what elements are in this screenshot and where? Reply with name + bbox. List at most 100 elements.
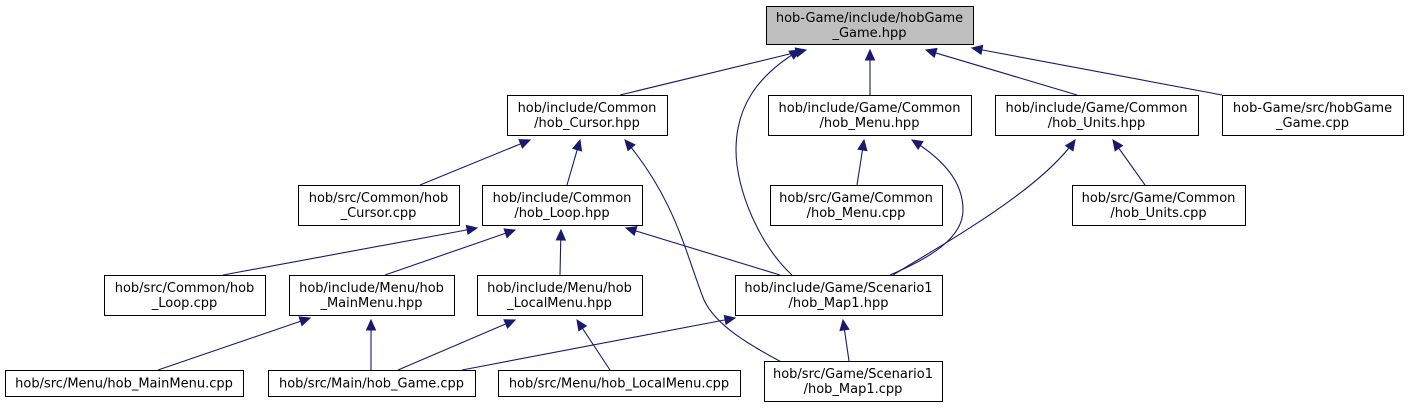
arrowhead	[365, 318, 377, 331]
node-localmenu-c[interactable]: hob/src/Menu/hob_LocalMenu.cpp	[498, 370, 741, 397]
arrowhead	[298, 316, 312, 327]
node-loop-c[interactable]: hob/src/Common/hob_Loop.cpp	[104, 275, 266, 316]
edge-game_cpp-to-root	[970, 44, 1223, 96]
edge-hobgame_c-to-localmenu_h	[397, 319, 517, 371]
edge-map1_h-to-loop_h	[624, 226, 781, 276]
edge-menu_h-to-root	[864, 48, 876, 95]
arrowhead	[555, 228, 567, 241]
node-label-line: hob/include/Game/Scenario1	[744, 281, 932, 296]
arrowhead	[1064, 139, 1076, 152]
edge-loop_c-to-loop_h	[222, 224, 479, 276]
node-label-line: /hob_Units.cpp	[1110, 206, 1206, 221]
node-label-line: hob/src/Common/hob	[115, 281, 255, 296]
node-label-line: hob/src/Game/Scenario1	[773, 367, 933, 382]
edge-units_h-to-root	[924, 47, 1078, 96]
arrowhead	[788, 49, 802, 60]
node-label-line: hob/src/Main/hob_Game.cpp	[279, 377, 464, 392]
node-box	[268, 370, 476, 397]
node-label-line: hob/include/Common	[493, 191, 632, 206]
node-box	[1072, 185, 1246, 226]
node-box	[477, 275, 643, 316]
edge-localmenu_c-to-localmenu_h	[576, 318, 611, 371]
edge-map1_h-to-menu_h	[889, 139, 964, 276]
arrowhead	[503, 228, 517, 239]
node-box	[289, 275, 455, 316]
arrowhead	[910, 139, 924, 151]
node-menu-c[interactable]: hob/src/Game/Common/hob_Menu.cpp	[770, 185, 943, 226]
edge-map1_h-to-root	[735, 49, 802, 276]
node-box	[298, 185, 460, 226]
edges-layer	[157, 44, 1223, 371]
node-box	[5, 370, 244, 397]
node-localmenu-h[interactable]: hob/include/Menu/hob_LocalMenu.hpp	[477, 275, 643, 316]
edge-hobgame_c-to-map1_h	[461, 314, 737, 371]
node-map1-h[interactable]: hob/include/Game/Scenario1/hob_Map1.hpp	[735, 275, 943, 316]
node-label-line: _Game.cpp	[1275, 116, 1349, 131]
node-units-c[interactable]: hob/src/Game/Common/hob_Units.cpp	[1072, 185, 1246, 226]
node-label-line: /hob_Units.hpp	[1048, 116, 1145, 131]
node-label-line: hob/include/Game/Common	[779, 101, 961, 116]
node-label-line: /hob_Map1.cpp	[804, 382, 903, 397]
node-mainmenu-h[interactable]: hob/include/Menu/hob_MainMenu.hpp	[289, 275, 455, 316]
edge-menu_c-to-menu_h	[856, 138, 868, 186]
node-label-line: /hob_Menu.hpp	[820, 116, 920, 131]
edge-map1_c-to-cursor_h	[624, 139, 797, 371]
node-box	[104, 275, 266, 316]
node-label-line: hob/include/Common	[518, 101, 657, 116]
node-map1-c[interactable]: hob/src/Game/Scenario1/hob_Map1.cpp	[764, 361, 943, 402]
arrowhead	[624, 226, 638, 237]
node-label-line: hob/src/Menu/hob_LocalMenu.cpp	[509, 377, 729, 392]
edge-hobgame_c-to-mainmenu_h	[365, 318, 377, 370]
node-label-line: hob/include/Menu/hob	[299, 281, 444, 296]
edge-units_c-to-units_h	[1112, 139, 1146, 186]
edge-mainmenu_c-to-mainmenu_h	[157, 316, 312, 371]
node-label-line: hob/src/Game/Common	[1082, 191, 1236, 206]
node-label-line: /hob_Cursor.hpp	[534, 116, 640, 131]
node-box	[995, 95, 1199, 136]
edge-cursor_c-to-cursor_h	[419, 139, 532, 186]
node-label-line: hob-Game/src/hobGame	[1233, 101, 1392, 116]
node-root[interactable]: hob-Game/include/hobGame_Game.hpp	[766, 6, 974, 45]
node-label-line: /hob_Map1.hpp	[789, 296, 889, 311]
node-hobgame-c[interactable]: hob/src/Main/hob_Game.cpp	[268, 370, 476, 397]
nodes-layer: hob-Game/include/hobGame_Game.hpp hob/inc…	[5, 6, 1404, 402]
arrowhead	[503, 319, 517, 330]
node-label-line: hob/src/Game/Common	[779, 191, 933, 206]
arrowhead	[857, 138, 868, 152]
edge-mainmenu_h-to-loop_h	[384, 228, 517, 276]
arrowhead	[576, 318, 588, 332]
node-label-line: hob/src/Common/hob	[309, 191, 449, 206]
node-box	[770, 185, 943, 226]
arrowhead	[864, 48, 876, 61]
node-cursor-c[interactable]: hob/src/Common/hob_Cursor.cpp	[298, 185, 460, 226]
node-label-line: _LocalMenu.hpp	[506, 296, 612, 311]
node-box	[507, 95, 668, 136]
node-label-line: /hob_Loop.hpp	[514, 206, 609, 221]
node-cursor-h[interactable]: hob/include/Common/hob_Cursor.hpp	[507, 95, 668, 136]
node-box	[735, 275, 943, 316]
node-units-h[interactable]: hob/include/Game/Common/hob_Units.hpp	[995, 95, 1199, 136]
node-label-line: _Cursor.cpp	[340, 206, 417, 221]
arrowhead	[518, 139, 532, 149]
arrowhead	[924, 47, 938, 59]
arrowhead	[839, 318, 850, 332]
arrowhead	[465, 224, 479, 236]
node-box	[766, 6, 974, 45]
node-label-line: _MainMenu.hpp	[319, 296, 422, 311]
node-mainmenu-c[interactable]: hob/src/Menu/hob_MainMenu.cpp	[5, 370, 244, 397]
node-label-line: hob/src/Menu/hob_MainMenu.cpp	[15, 377, 233, 392]
node-label-line: _Game.hpp	[831, 26, 906, 41]
edge-cursor_h-to-root	[619, 47, 808, 96]
node-game-cpp[interactable]: hob-Game/src/hobGame_Game.cpp	[1222, 95, 1404, 136]
node-box	[764, 361, 943, 402]
arrowhead	[1112, 139, 1124, 152]
node-label-line: hob-Game/include/hobGame	[776, 11, 963, 26]
node-label-line: _Loop.cpp	[151, 296, 217, 311]
arrowhead	[970, 44, 984, 56]
arrowhead	[572, 138, 583, 152]
arrowhead	[624, 139, 636, 152]
node-menu-h[interactable]: hob/include/Game/Common/hob_Menu.hpp	[768, 95, 972, 136]
node-box	[498, 370, 741, 397]
node-loop-h[interactable]: hob/include/Common/hob_Loop.hpp	[482, 185, 643, 226]
